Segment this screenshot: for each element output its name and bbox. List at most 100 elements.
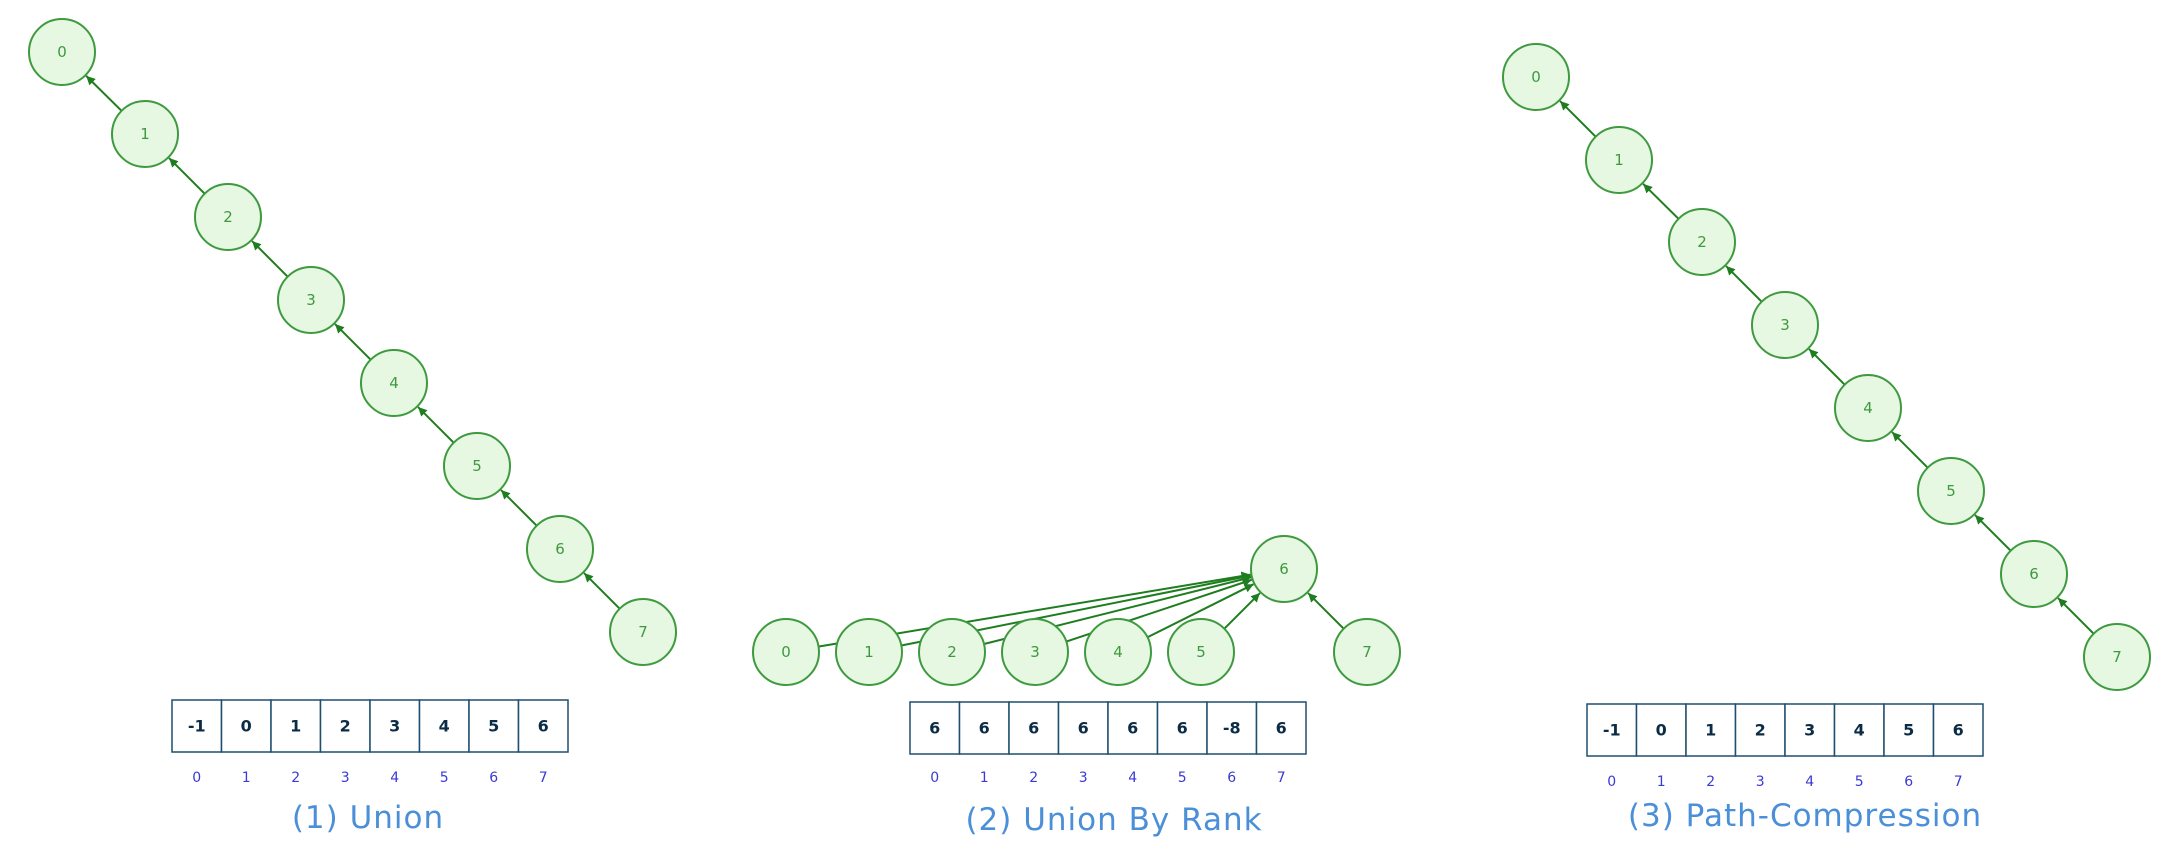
array-cell: 3	[369, 699, 421, 753]
array-cell: 2	[1734, 703, 1786, 757]
node-circle	[443, 432, 511, 500]
node-6: 6	[526, 515, 594, 583]
array-cell-box	[319, 699, 371, 753]
array-index: 3	[341, 770, 350, 786]
array-cell-value: -1	[188, 717, 206, 736]
node-4: 4	[1834, 374, 1902, 442]
panel-caption: (2) Union By Rank	[965, 802, 1262, 838]
array-cell: 5	[468, 699, 520, 753]
node-2: 2	[194, 183, 262, 251]
node-label: 2	[223, 208, 233, 226]
array-index: 0	[1607, 774, 1616, 790]
node-label: 7	[2112, 648, 2122, 666]
array-cell: 0	[1635, 703, 1687, 757]
panel-caption: (1) Union	[292, 800, 444, 836]
edge-3-to-2	[251, 240, 289, 278]
node-label: 1	[140, 125, 150, 143]
array-index: 3	[1079, 770, 1088, 786]
edge-5-to-6	[1223, 592, 1261, 630]
array-cell: 6	[1008, 701, 1060, 755]
node-5: 5	[1917, 457, 1985, 525]
array-cell-value: 6	[1078, 719, 1089, 738]
array-cell: 6	[517, 699, 569, 753]
array-cell-value: 6	[1028, 719, 1039, 738]
node-circle	[277, 266, 345, 334]
array-index: 5	[440, 770, 449, 786]
node-label: 7	[1362, 643, 1372, 661]
array-cell-box	[1883, 703, 1935, 757]
node-circle	[1084, 618, 1152, 686]
node-2: 2	[1668, 208, 1736, 276]
array-cell-value: 6	[1953, 721, 1964, 740]
array-cell: 4	[1833, 703, 1885, 757]
node-label: 3	[1780, 316, 1790, 334]
edge-1-to-0	[1559, 100, 1597, 138]
edge-5-to-4	[1891, 431, 1929, 469]
edge-6-to-5	[1974, 514, 2012, 552]
array-cell-value: 6	[979, 719, 990, 738]
array-cell-box	[1685, 703, 1737, 757]
array-cell-value: 3	[1804, 721, 1815, 740]
node-0: 0	[28, 18, 96, 86]
node-circle	[360, 349, 428, 417]
array-cell-box	[1107, 701, 1159, 755]
array-index: 1	[242, 770, 251, 786]
array-index: 6	[1904, 774, 1913, 790]
node-3: 3	[277, 266, 345, 334]
edge-6-to-5	[500, 489, 538, 527]
edge-4-to-3	[1808, 348, 1846, 386]
node-circle	[28, 18, 96, 86]
node-1: 1	[1585, 126, 1653, 194]
node-label: 5	[1946, 482, 1956, 500]
array-cell-value: 2	[340, 717, 351, 736]
node-label: 7	[638, 623, 648, 641]
node-5: 5	[443, 432, 511, 500]
node-label: 6	[1279, 560, 1289, 578]
array-index: 4	[1805, 774, 1814, 790]
edge-4-to-3	[334, 323, 372, 361]
array-cell: 6	[1057, 701, 1109, 755]
node-0: 0	[752, 618, 820, 686]
array-index: 5	[1855, 774, 1864, 790]
node-label: 6	[2029, 565, 2039, 583]
node-circle	[918, 618, 986, 686]
node-3: 3	[1001, 618, 1069, 686]
node-circle	[194, 183, 262, 251]
array-cell: 5	[1883, 703, 1935, 757]
node-label: 2	[947, 643, 957, 661]
array-cell: 6	[1255, 701, 1307, 755]
node-4: 4	[1084, 618, 1152, 686]
node-6: 6	[2000, 540, 2068, 608]
node-7: 7	[609, 598, 677, 666]
array-cell-value: 0	[1656, 721, 1667, 740]
array-cell-box	[1008, 701, 1060, 755]
node-2: 2	[918, 618, 986, 686]
array-index: 6	[489, 770, 498, 786]
array-cell-value: 1	[290, 717, 301, 736]
array-cell-box	[1635, 703, 1687, 757]
array-index: 0	[930, 770, 939, 786]
array-cell-value: 6	[1127, 719, 1138, 738]
node-5: 5	[1167, 618, 1235, 686]
node-label: 0	[57, 43, 67, 61]
array-index: 2	[291, 770, 300, 786]
node-label: 5	[472, 457, 482, 475]
node-6: 6	[1250, 535, 1318, 603]
array-index: 1	[1657, 774, 1666, 790]
array-cell-box	[958, 701, 1010, 755]
array-cell-box	[1586, 703, 1638, 757]
array-index: 4	[1128, 770, 1137, 786]
node-7: 7	[1333, 618, 1401, 686]
array-cell-box	[517, 699, 569, 753]
array-cell: 4	[418, 699, 470, 753]
array-cell-box	[1255, 701, 1307, 755]
array-cell: 6	[958, 701, 1010, 755]
